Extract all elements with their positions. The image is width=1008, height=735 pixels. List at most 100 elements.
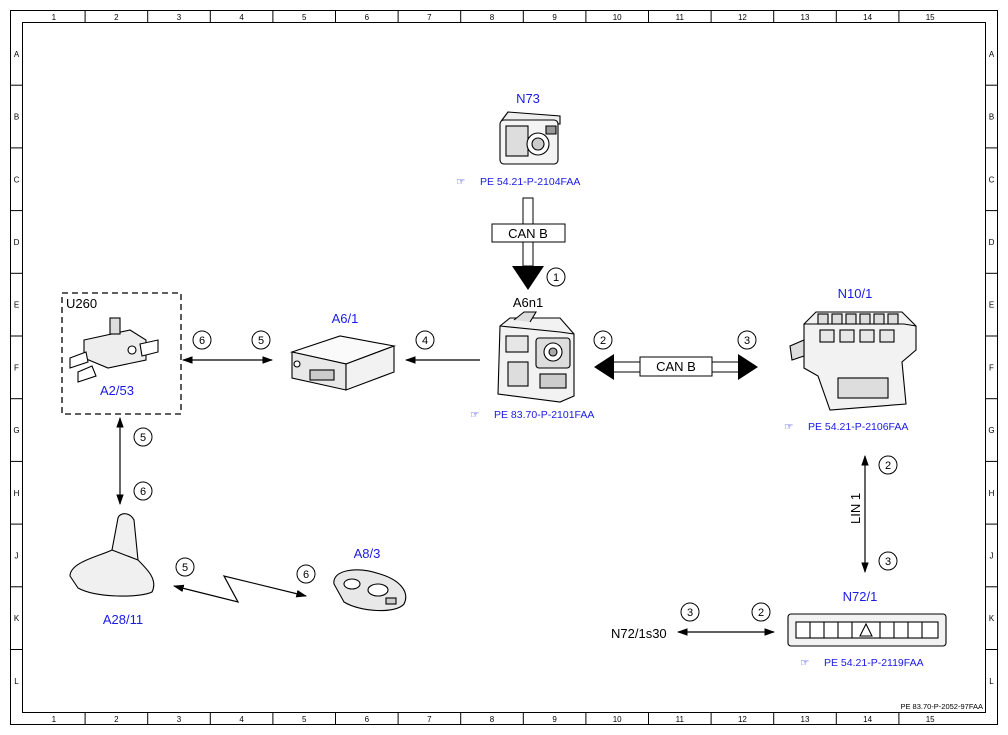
grid-column-label: 2 [114, 13, 119, 22]
marker-m-lin-top: 2 [878, 455, 898, 475]
grid-column-label: 10 [613, 13, 622, 22]
a6n1-control-unit-icon [497, 311, 575, 403]
grid-column-label: 9 [552, 715, 557, 724]
grid-row-label: A [989, 50, 995, 59]
can-b-vertical-bus [491, 197, 566, 290]
grid-column-label: 10 [613, 715, 622, 724]
grid-column-label: 5 [302, 715, 307, 724]
a2-53-label: A2/53 [100, 383, 134, 398]
svg-text:6: 6 [303, 569, 309, 581]
grid-row-label: K [989, 614, 995, 623]
grid-row-label: G [988, 426, 994, 435]
grid-row-label: K [14, 614, 20, 623]
a28-11-antenna-icon [69, 513, 155, 597]
a6-1-label: A6/1 [332, 311, 359, 326]
marker-m-can-right: 3 [737, 330, 757, 350]
n73-ref-label: PE 54.21-P-2104FAA [480, 176, 580, 188]
pointing-hand-icon: ☞ [800, 657, 809, 669]
marker-m-a2811-up: 6 [133, 481, 153, 501]
grid-row-label: B [14, 113, 19, 122]
grid-row-label: C [989, 175, 995, 184]
marker-m-a61-right: 5 [251, 330, 271, 350]
grid-row-label: H [14, 489, 20, 498]
grid-column-label: 15 [926, 13, 935, 22]
grid-column-label: 13 [801, 13, 810, 22]
svg-text:3: 3 [687, 607, 693, 619]
svg-text:6: 6 [140, 486, 146, 498]
marker-m-lin-bottom: 3 [878, 551, 898, 571]
grid-column-label: 15 [926, 715, 935, 724]
grid-column-label: 9 [552, 13, 557, 22]
svg-text:5: 5 [182, 562, 188, 574]
pointing-hand-icon: ☞ [470, 409, 479, 421]
grid-column-label: 6 [365, 715, 370, 724]
u260-label: U260 [66, 296, 97, 311]
can-b-horizontal-bus [594, 354, 758, 380]
a6n1-ref-label: PE 83.70-P-2101FAA [494, 409, 594, 421]
drawing-frame [10, 10, 998, 725]
a28-11-label: A28/11 [103, 612, 143, 627]
svg-text:5: 5 [140, 432, 146, 444]
grid-column-label: 7 [427, 715, 432, 724]
n10-1-ref-label: PE 54.21-P-2106FAA [808, 421, 908, 433]
grid-row-label: L [14, 677, 19, 686]
grid-row-label: D [14, 238, 20, 247]
document-id: PE 83.70-P-2052-97FAA [900, 702, 983, 711]
n72-1-label: N72/1 [843, 589, 878, 604]
grid-columns: 1122334455667788991010111112121313141415… [52, 10, 935, 725]
marker-m-n73-a6n1: 1 [546, 267, 566, 287]
grid-row-label: E [989, 301, 994, 310]
grid-column-label: 13 [801, 715, 810, 724]
marker-m-can-left: 2 [593, 330, 613, 350]
grid-column-label: 11 [676, 13, 685, 22]
n10-1-reference[interactable]: ☞ PE 54.21-P-2106FAA [784, 421, 908, 433]
grid-row-label: F [14, 363, 19, 372]
svg-text:5: 5 [258, 335, 264, 347]
grid-column-label: 2 [114, 715, 119, 724]
circled-markers: 1 2 3 4 5 6 5 6 5 6 2 3 3 2 [133, 267, 898, 622]
a6n1-reference[interactable]: ☞ PE 83.70-P-2101FAA [470, 409, 594, 421]
grid-column-label: 14 [863, 715, 872, 724]
marker-m-s30-left: 3 [680, 602, 700, 622]
svg-text:2: 2 [885, 460, 891, 472]
n10-1-label: N10/1 [838, 286, 873, 301]
grid-row-label: J [990, 551, 994, 560]
grid-column-label: 7 [427, 13, 432, 22]
grid-row-label: E [14, 301, 19, 310]
grid-column-label: 14 [863, 13, 872, 22]
can-b-vertical-label: CAN B [508, 226, 548, 241]
n72-1-reference[interactable]: ☞ PE 54.21-P-2119FAA [800, 657, 924, 669]
grid-column-label: 5 [302, 13, 307, 22]
lin1-label: LIN 1 [848, 493, 863, 524]
marker-m-a6n1-a61: 4 [415, 330, 435, 350]
n73-reference[interactable]: ☞ PE 54.21-P-2104FAA [456, 176, 580, 188]
grid-column-label: 6 [365, 13, 370, 22]
grid-column-label: 8 [490, 13, 495, 22]
a8-3-remote-key-icon [333, 569, 407, 612]
grid-column-label: 4 [239, 715, 244, 724]
grid-column-label: 3 [177, 715, 182, 724]
a6-1-module-icon [289, 335, 397, 391]
grid-column-label: 12 [738, 715, 747, 724]
grid-row-label: C [14, 175, 20, 184]
a2-53-antenna-amplifier-icon [69, 317, 159, 383]
grid-row-label: F [989, 363, 994, 372]
n72-1-switch-panel-icon [787, 613, 947, 647]
grid-column-label: 8 [490, 715, 495, 724]
pointing-hand-icon: ☞ [456, 176, 465, 188]
a6n1-label: A6n1 [513, 295, 543, 310]
grid-column-label: 1 [52, 715, 57, 724]
marker-m-s30-right: 2 [751, 602, 771, 622]
grid-column-label: 1 [52, 13, 57, 22]
grid-column-label: 3 [177, 13, 182, 22]
grid-column-label: 11 [676, 715, 685, 724]
svg-text:2: 2 [600, 335, 606, 347]
svg-text:3: 3 [885, 556, 891, 568]
n73-label: N73 [516, 91, 540, 106]
grid-row-label: G [13, 426, 19, 435]
grid-row-label: J [15, 551, 19, 560]
marker-m-a253-down: 5 [133, 427, 153, 447]
marker-m-a61-left: 6 [192, 330, 212, 350]
svg-text:6: 6 [199, 335, 205, 347]
